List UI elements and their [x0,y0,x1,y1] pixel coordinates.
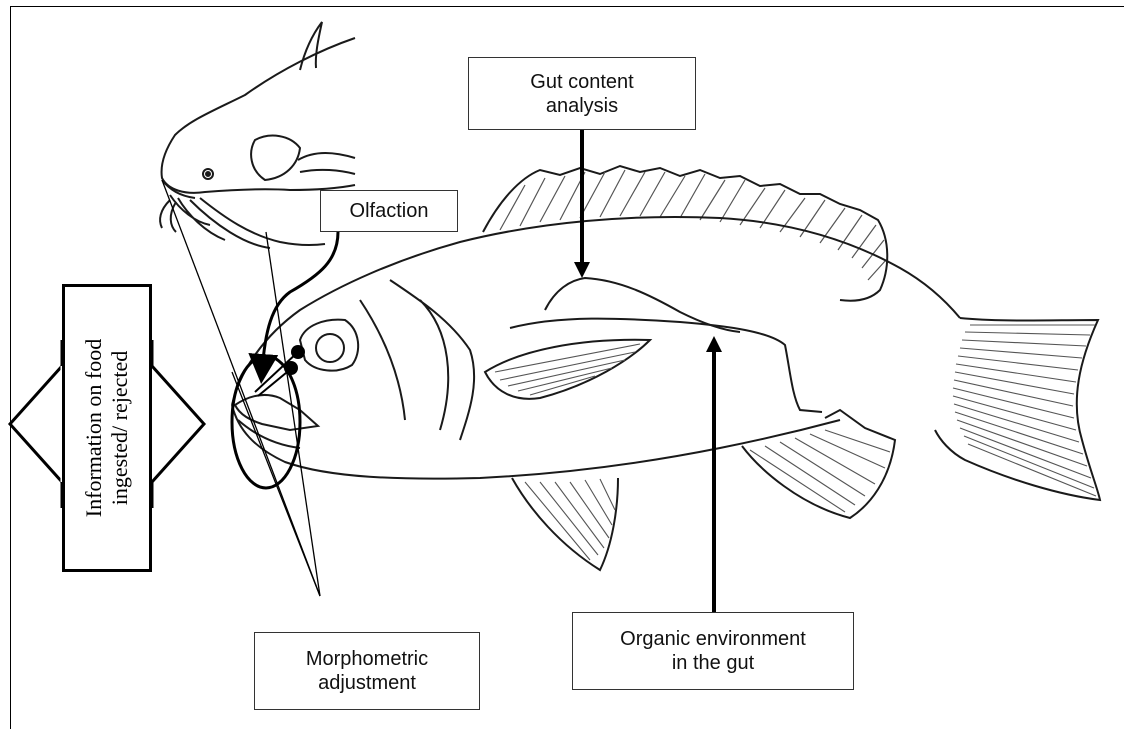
organic-environment-line-1: Organic environment [620,627,806,651]
gut-content-line-2: analysis [546,94,618,118]
information-label: Information on food ingested/ rejected [81,339,133,517]
gut-content-label: Gut content analysis [468,57,696,130]
olfaction-text: Olfaction [350,199,429,223]
olfaction-label: Olfaction [320,190,458,232]
morphometric-label: Morphometric adjustment [254,632,480,710]
morphometric-line-2: adjustment [318,671,416,695]
information-line-1: Information on food [81,339,107,517]
information-box: Information on food ingested/ rejected [62,284,152,572]
organic-environment-label: Organic environment in the gut [572,612,854,690]
morphometric-line-1: Morphometric [306,647,428,671]
mouth-highlight-ellipse [232,356,300,488]
gut-content-line-1: Gut content [530,70,633,94]
information-line-2: ingested/ rejected [107,339,133,517]
organic-environment-line-2: in the gut [672,651,754,675]
organic-environment-arrow [706,336,722,612]
